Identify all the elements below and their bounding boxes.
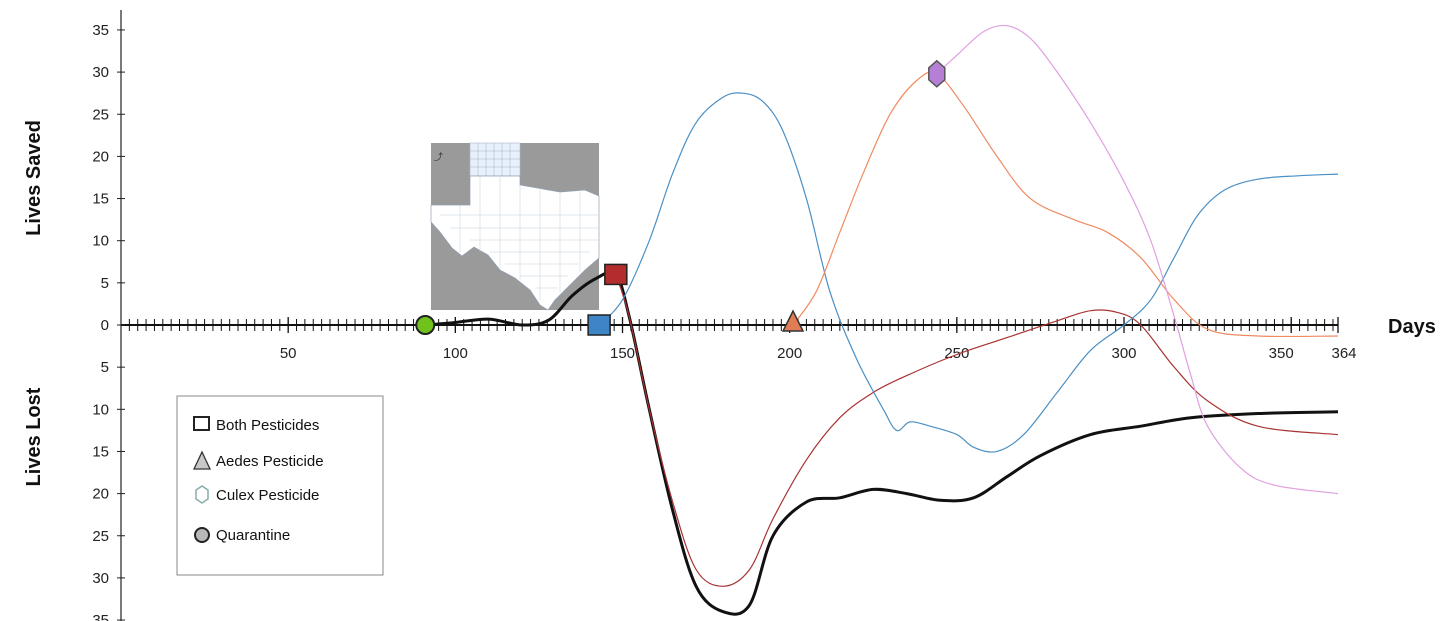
x-tick-label: 364 bbox=[1331, 345, 1356, 362]
series-layer bbox=[425, 24, 1339, 616]
y-tick-label: 25 bbox=[92, 528, 109, 545]
series-line-2 bbox=[598, 92, 1339, 453]
y-tick-label: 25 bbox=[92, 106, 109, 123]
y-tick-label: 30 bbox=[92, 570, 109, 587]
aedes-marker bbox=[781, 309, 805, 332]
legend-item-quarantine: Quarantine bbox=[194, 527, 290, 544]
legend-item-culex: Culex Pesticide bbox=[195, 485, 319, 504]
x-tick-label: 100 bbox=[443, 345, 468, 362]
legend-label-culex: Culex Pesticide bbox=[216, 487, 319, 504]
triangle-icon bbox=[192, 450, 212, 470]
series-line-0 bbox=[425, 270, 1339, 616]
square-icon bbox=[193, 416, 210, 431]
y-tick-label: 35 bbox=[92, 22, 109, 39]
y-tick-label: 10 bbox=[92, 401, 109, 418]
circle-icon bbox=[194, 527, 210, 543]
legend-item-both: Both Pesticides bbox=[193, 416, 319, 434]
texas-map-thumbnail: ⤴ bbox=[430, 142, 600, 311]
x-tick-label: 350 bbox=[1269, 345, 1294, 362]
legend-box bbox=[176, 395, 384, 576]
y-axis-title-lost: Lives Lost bbox=[23, 387, 45, 486]
y-tick-label: 5 bbox=[101, 275, 109, 292]
y-tick-label: 0 bbox=[101, 317, 109, 334]
x-tick-label: 200 bbox=[777, 345, 802, 362]
y-tick-label: 5 bbox=[101, 359, 109, 376]
y-tick-label: 10 bbox=[92, 233, 109, 250]
y-tick-label: 20 bbox=[92, 486, 109, 503]
both-pesticides-marker-1 bbox=[604, 263, 628, 286]
marker-layer bbox=[415, 59, 946, 336]
legend-label-both: Both Pesticides bbox=[216, 417, 319, 434]
y-tick-label: 15 bbox=[92, 191, 109, 208]
y-axis-title-saved: Lives Saved bbox=[23, 120, 45, 236]
x-tick-label: 300 bbox=[1112, 345, 1137, 362]
legend-label-quarantine: Quarantine bbox=[216, 527, 290, 544]
x-axis-title: Days bbox=[1388, 316, 1436, 338]
series-line-1 bbox=[615, 274, 1339, 587]
both-pesticides-marker-2 bbox=[587, 314, 611, 336]
y-tick-label: 35 bbox=[92, 612, 109, 621]
legend-label-aedes: Aedes Pesticide bbox=[216, 453, 324, 470]
svg-text:⤴: ⤴ bbox=[434, 151, 443, 163]
y-tick-label: 20 bbox=[92, 148, 109, 165]
x-tick-label: 250 bbox=[944, 345, 969, 362]
hexagon-icon bbox=[195, 485, 209, 504]
y-tick-label: 30 bbox=[92, 64, 109, 81]
x-tick-label: 50 bbox=[280, 345, 297, 362]
series-line-3 bbox=[792, 71, 1339, 338]
y-tick-label: 15 bbox=[92, 443, 109, 460]
series-line-4 bbox=[936, 24, 1339, 495]
legend: Both Pesticides Aedes Pesticide Culex Pe… bbox=[176, 395, 384, 576]
x-tick-label: 150 bbox=[610, 345, 635, 362]
quarantine-marker bbox=[415, 315, 436, 335]
culex-marker bbox=[928, 59, 946, 88]
legend-item-aedes: Aedes Pesticide bbox=[192, 450, 324, 470]
